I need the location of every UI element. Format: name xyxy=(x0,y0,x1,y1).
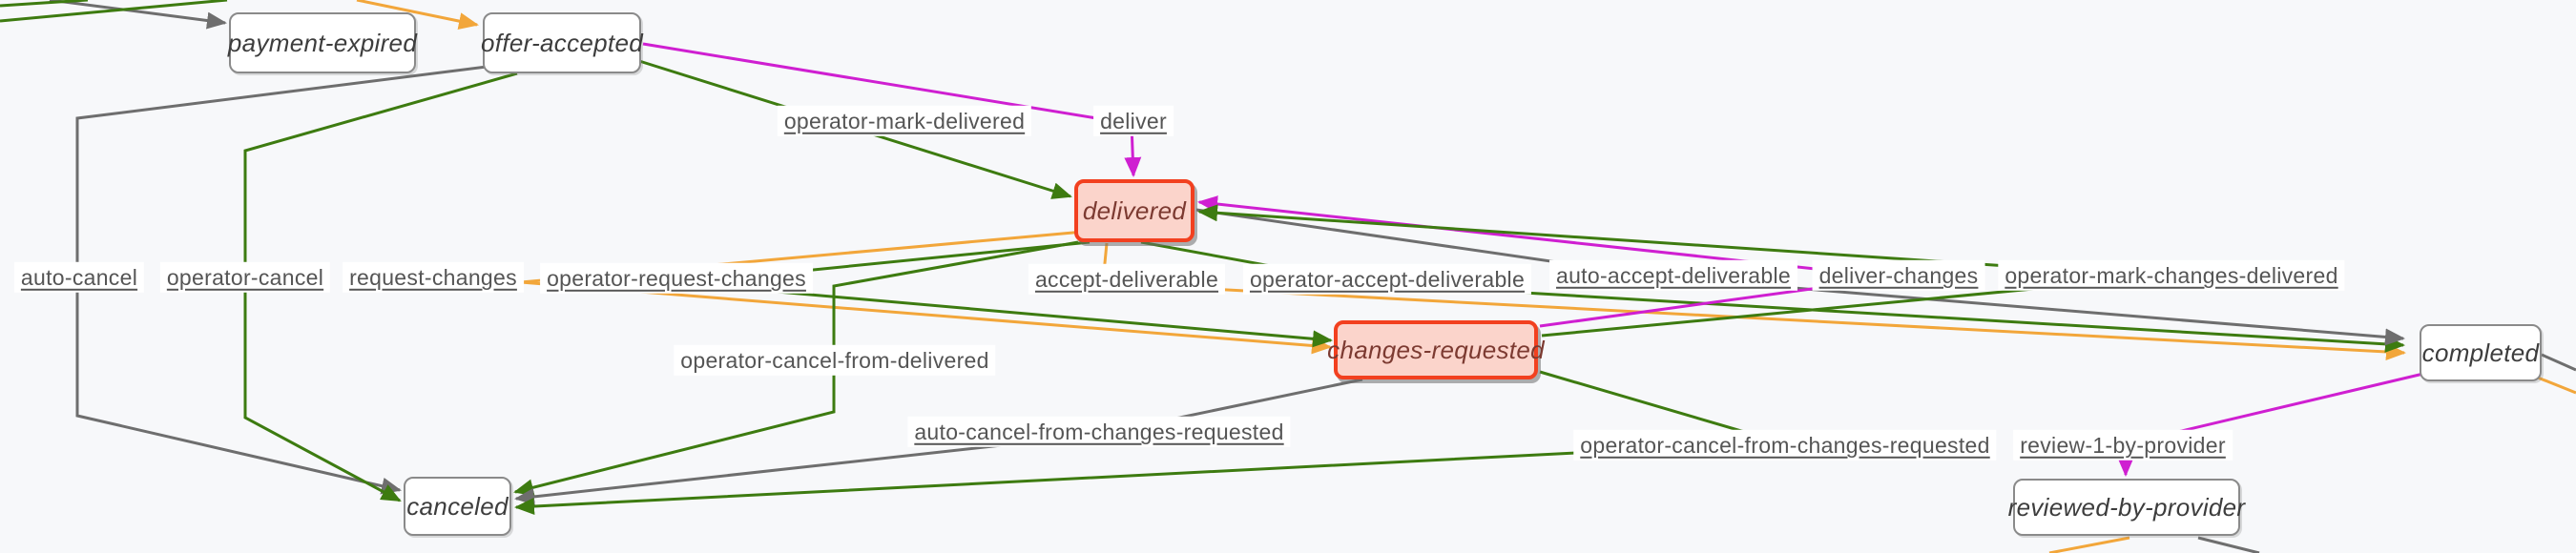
transition-label-operator-cancel[interactable]: operator-cancel xyxy=(159,261,331,294)
transition-label-operator-cancel-from-delivered: operator-cancel-from-delivered xyxy=(674,344,996,377)
edge-offcanvas-green-1 xyxy=(0,0,228,23)
edge-completed-outgoing-gray xyxy=(2541,353,2576,372)
edge-offcanvas-green-2 xyxy=(0,0,89,8)
state-completed[interactable]: completed xyxy=(2420,324,2542,381)
transition-label-request-changes[interactable]: request-changes xyxy=(343,261,524,294)
state-canceled[interactable]: canceled xyxy=(404,477,511,536)
transition-label-auto-accept-deliverable[interactable]: auto-accept-deliverable xyxy=(1549,259,1797,292)
transition-label-operator-mark-delivered[interactable]: operator-mark-delivered xyxy=(777,105,1032,137)
state-payment-expired[interactable]: payment-expired xyxy=(228,12,417,73)
edge-reviewed-outgoing-gray xyxy=(2197,536,2260,553)
state-reviewed-by-provider[interactable]: reviewed-by-provider xyxy=(2008,479,2245,536)
state-changes-requested[interactable]: changes-requested xyxy=(1327,320,1545,379)
edge-incoming-to-payment-expired xyxy=(49,0,227,30)
transition-label-operator-cancel-from-changes-requested[interactable]: operator-cancel-from-changes-requested xyxy=(1573,429,1997,461)
edge-incoming-to-offer-accepted xyxy=(356,0,479,30)
transition-label-accept-deliverable[interactable]: accept-deliverable xyxy=(1028,263,1226,296)
state-offer-accepted[interactable]: offer-accepted xyxy=(481,12,643,73)
transition-label-deliver-changes[interactable]: deliver-changes xyxy=(1812,259,1985,292)
transition-label-review-1-by-provider[interactable]: review-1-by-provider xyxy=(2013,429,2233,461)
transition-label-auto-cancel[interactable]: auto-cancel xyxy=(13,261,145,294)
transition-label-auto-cancel-from-changes-requested[interactable]: auto-cancel-from-changes-requested xyxy=(907,416,1291,448)
transition-label-operator-accept-deliverable[interactable]: operator-accept-deliverable xyxy=(1242,263,1532,296)
transition-label-deliver[interactable]: deliver xyxy=(1093,105,1174,137)
edge-reviewed-outgoing-orange xyxy=(2048,536,2130,553)
state-delivered[interactable]: delivered xyxy=(1074,179,1195,242)
edge-completed-outgoing-orange xyxy=(2537,376,2576,395)
transition-label-operator-mark-changes-delivered[interactable]: operator-mark-changes-delivered xyxy=(1998,259,2345,292)
transition-label-operator-request-changes[interactable]: operator-request-changes xyxy=(540,262,813,295)
